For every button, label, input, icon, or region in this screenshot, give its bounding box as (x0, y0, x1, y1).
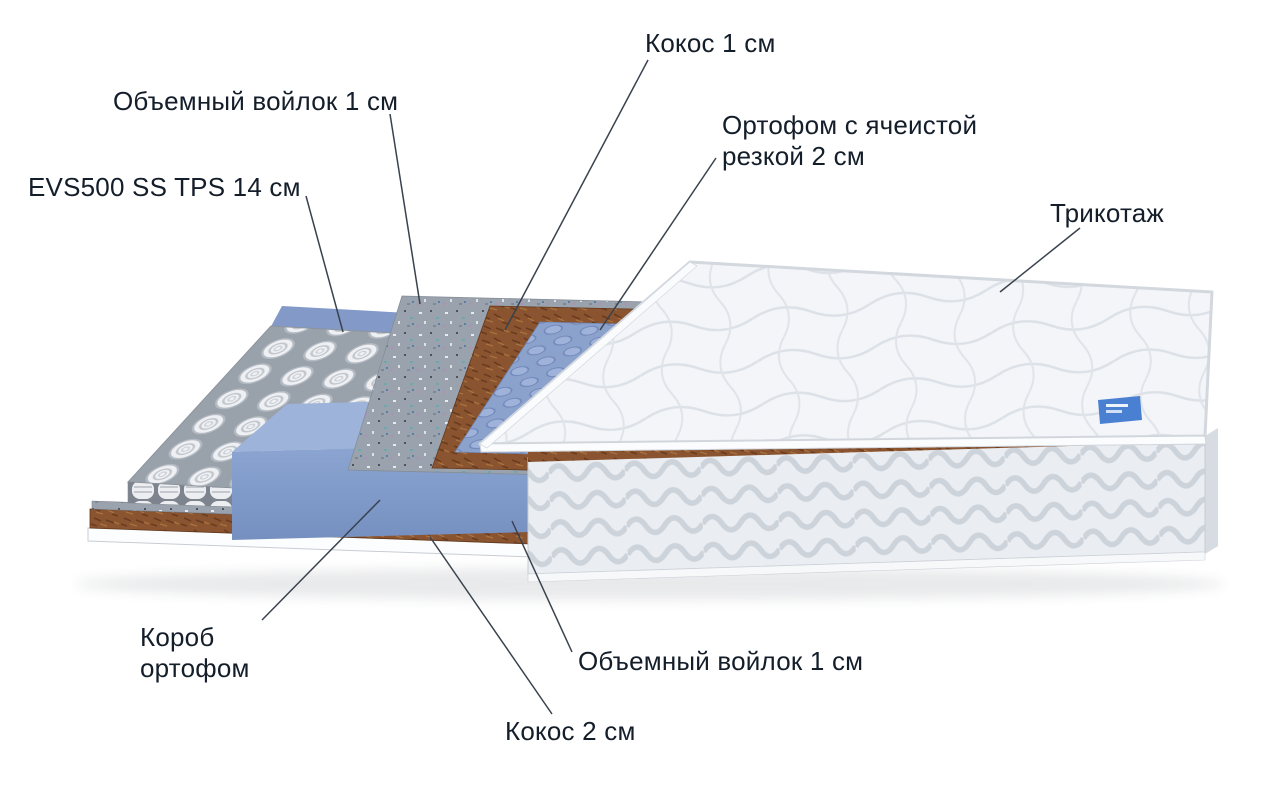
leader-coconut-top (504, 59, 649, 331)
label-coconut-bottom: Кокос 2 см (505, 716, 636, 746)
label-coconut-top: Кокос 1 см (645, 28, 776, 58)
leader-felt-top (389, 113, 421, 305)
mattress-body-right-side (1205, 428, 1218, 554)
leader-knit-cover (999, 227, 1081, 293)
leader-orthofoam-cellular (599, 157, 717, 331)
mattress-body-bottom-band (527, 551, 1206, 583)
label-springs: EVS500 SS TPS 14 см (28, 172, 301, 202)
label-knit-cover: Трикотаж (1050, 198, 1165, 228)
cover-front-piping (479, 435, 1207, 453)
label-orthofoam-cellular: Ортофом с ячеистой резкой 2 см (722, 110, 978, 171)
label-orthofoam-box: Короб ортофом (140, 622, 250, 683)
cover-left-piping (479, 261, 698, 449)
label-felt-top: Объемный войлок 1 см (113, 86, 399, 116)
leader-orthofoam-box (261, 499, 381, 621)
leader-springs (305, 195, 344, 333)
floor-shadow (75, 568, 1225, 600)
leader-coconut-bottom (429, 536, 553, 715)
brand-tag (1098, 396, 1142, 424)
label-felt-bottom: Объемный войлок 1 см (578, 646, 864, 676)
leader-felt-bottom (511, 520, 573, 653)
knit-cover-top (478, 260, 1214, 453)
mattress-body (527, 428, 1218, 583)
